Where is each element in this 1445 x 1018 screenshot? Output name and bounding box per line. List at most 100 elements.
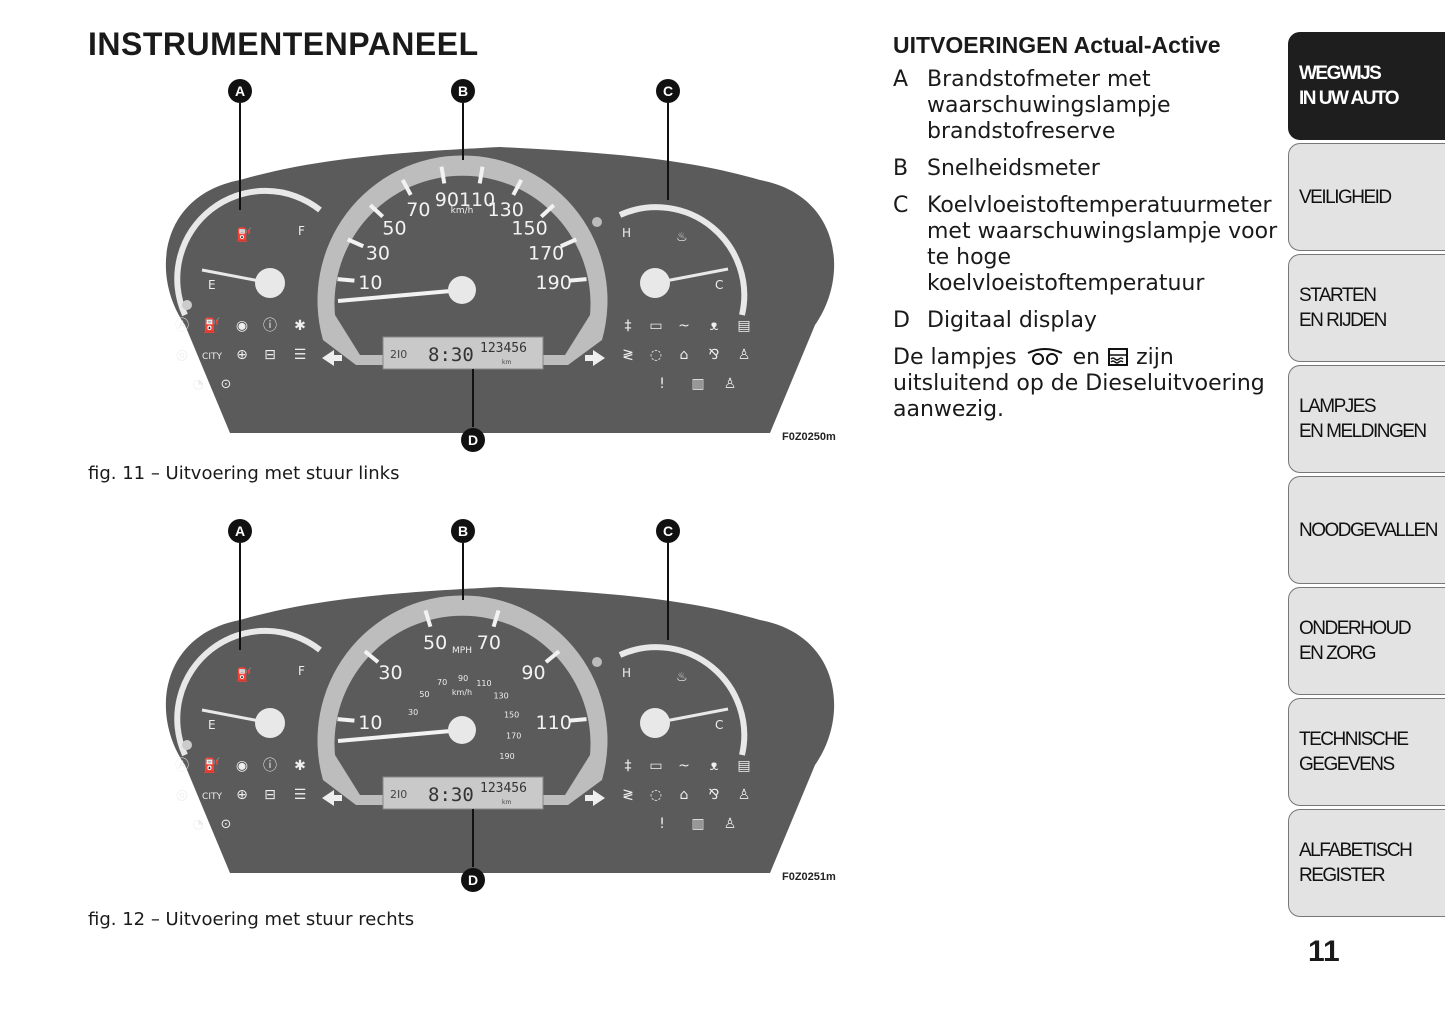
legend-item-a: A Brandstofmeter met waarschuwingslampje… <box>893 67 1278 145</box>
legend-text: Digitaal display <box>927 308 1097 333</box>
warning-lamp-icon: ▭ <box>649 758 662 774</box>
display-odometer: 123456 <box>480 341 527 356</box>
inner-scale-label: 110 <box>476 679 491 688</box>
tab-veiligheid[interactable]: VEILIGHEID <box>1288 143 1445 251</box>
inner-scale-label: 30 <box>408 708 418 717</box>
fuel-gauge-arc <box>174 627 322 757</box>
figure-code: F0Z0251m <box>782 871 836 883</box>
warning-lamp-icon: ▥ <box>691 816 704 832</box>
warning-lamp-icon: ⅋ <box>709 347 720 363</box>
speedo-tick <box>544 649 561 664</box>
speedo-tick <box>363 649 380 664</box>
warning-lamp-icon: ≷ <box>622 347 634 363</box>
callout-label: A <box>235 83 245 99</box>
warning-lamp-icon: ~ <box>678 758 690 774</box>
note-text: zijn uitsluitend op de Dieseluitvoering … <box>893 345 1265 422</box>
diesel-note: De lampjes en zijn uitsluitend op de Die… <box>893 345 1278 423</box>
legend-item-c: C Koelvloeistoftemperatuurmeter met waar… <box>893 193 1278 297</box>
warning-lamp-icon: ⊙ <box>221 817 232 832</box>
callout-circle <box>656 79 680 103</box>
legend-letter: A <box>893 67 909 92</box>
speedometer-face <box>334 175 591 355</box>
warning-lamp-icon: ⊟ <box>264 347 276 363</box>
display-odo-unit: km <box>502 799 511 806</box>
digital-display <box>382 776 544 810</box>
speedo-tick-label: 190 <box>536 272 572 294</box>
speedo-tick <box>477 166 485 184</box>
turn-right-arrow-icon <box>585 350 605 366</box>
callout-circle <box>228 79 252 103</box>
legend-item-b: B Snelheidsmeter <box>893 156 1278 182</box>
warning-lamp-icon: ⌂ <box>680 787 689 803</box>
page-number: 11 <box>1308 935 1340 968</box>
glow-plug-icon <box>1027 348 1063 365</box>
fuel-empty-label: E <box>208 718 216 732</box>
note-text: De lampjes <box>893 345 1017 370</box>
tab-onderhoud[interactable]: ONDERHOUD EN ZORG <box>1288 587 1445 695</box>
fuel-empty-label: E <box>208 278 216 292</box>
fuel-full-label: F <box>298 664 305 678</box>
tab-alfabetisch[interactable]: ALFABETISCH REGISTER <box>1288 809 1445 917</box>
tab-wegwijs[interactable]: WEGWIJS IN UW AUTO <box>1288 32 1445 140</box>
callout-circle <box>461 868 485 892</box>
inner-scale-label: 50 <box>419 690 429 699</box>
tab-lampjes[interactable]: LAMPJES EN MELDINGEN <box>1288 365 1445 473</box>
callout-circle <box>461 428 485 452</box>
warning-lamp-icon: ⊟ <box>264 787 276 803</box>
callout-circle <box>656 519 680 543</box>
versions-section: UITVOERINGEN Actual-Active A Brandstofme… <box>893 32 1278 423</box>
speedo-tick-label: 30 <box>378 662 402 684</box>
speedo-tick-label: 50 <box>382 218 406 240</box>
callout-circle <box>451 519 475 543</box>
display-clock: 8:30 <box>428 784 474 806</box>
fuel-full-label: F <box>298 224 305 238</box>
warning-lamp-icon: ☰ <box>294 347 307 363</box>
speedometer-needle <box>337 728 463 743</box>
speedo-tick <box>368 203 385 219</box>
callout-label: B <box>458 83 468 99</box>
warning-lamp-icon: ◉ <box>236 318 248 334</box>
speedo-tick-label: 70 <box>477 632 501 654</box>
figure-caption: fig. 12 – Uitvoering met stuur rechts <box>88 909 415 930</box>
tab-noodgevallen[interactable]: NOODGEVALLEN <box>1288 476 1445 584</box>
fuel-pump-icon: ⛽ <box>236 227 252 243</box>
speedo-unit-label: km/h <box>451 206 474 216</box>
speedo-tick-label: 110 <box>536 712 572 734</box>
speedometer-face <box>334 615 591 795</box>
warning-lamp-icon: CITY <box>202 352 222 362</box>
warning-lamp-icon: ◌ <box>650 347 662 363</box>
warning-lamp-icon: ▥ <box>691 376 704 392</box>
temp-gauge-arc <box>618 644 748 756</box>
speedo-tick-label: 50 <box>423 632 447 654</box>
speedo-tick <box>511 179 524 196</box>
temp-hot-label: H <box>622 666 631 680</box>
warning-lamp-icon: ! <box>659 376 665 392</box>
warning-lamp-icon: CITY <box>202 792 222 802</box>
callout-circle <box>451 79 475 103</box>
speedo-unit-label: MPH <box>452 646 472 656</box>
display-gear-indicator: 2I0 <box>390 348 407 361</box>
warning-lamp-icon: ᴥ <box>710 758 719 774</box>
legend-letter: B <box>893 156 909 181</box>
temp-gauge-hub <box>640 708 670 738</box>
warning-lamp-icon: ✱ <box>294 758 306 774</box>
warning-lamp-icon: ◎ <box>176 787 188 803</box>
coolant-warning-lamp <box>592 217 602 227</box>
warning-lamp-icon: ♙ <box>724 816 737 832</box>
callout-label: C <box>663 523 673 539</box>
speedometer-hub <box>448 716 476 744</box>
speedo-tick-label: 150 <box>511 218 547 240</box>
temp-gauge-hub <box>640 268 670 298</box>
inner-scale-label: 190 <box>499 752 514 761</box>
speedo-tick <box>439 166 447 184</box>
tab-technische[interactable]: TECHNISCHE GEGEVENS <box>1288 698 1445 806</box>
inner-scale-label: 70 <box>437 678 447 687</box>
tab-starten[interactable]: STARTEN EN RIJDEN <box>1288 254 1445 362</box>
speedo-tick <box>423 609 433 628</box>
display-odometer: 123456 <box>480 781 527 796</box>
speedo-tick-label: 90 <box>435 189 459 211</box>
speedo-tick <box>491 609 501 628</box>
